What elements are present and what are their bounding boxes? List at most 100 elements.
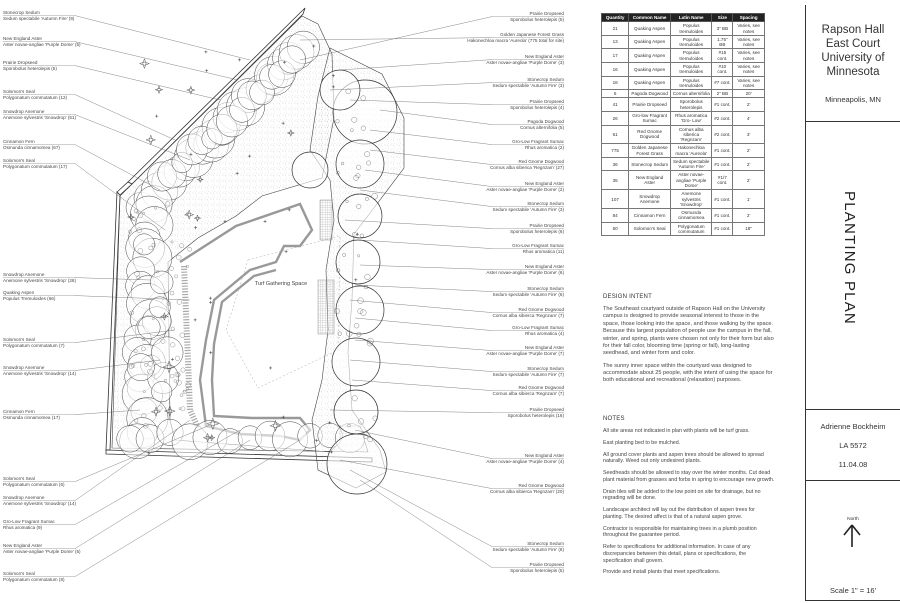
groundcover-symbol xyxy=(154,85,164,95)
perennial-symbol xyxy=(176,372,181,377)
note-item: All ground cover plants and aspen trees … xyxy=(603,451,764,465)
groundcover-symbol xyxy=(186,85,196,95)
schedule-cell: Quaking Aspen xyxy=(628,48,671,63)
schedule-cell: Snowdrop Anemone xyxy=(628,189,671,210)
callout-latin-name: Anemone sylvestris 'Snowdrop' (14) xyxy=(3,371,76,376)
tree-trunk-mark xyxy=(248,154,252,158)
perennial-symbol xyxy=(176,254,182,261)
shrub-symbol xyxy=(356,331,362,337)
callout-common-name: Stonecrop Sedum xyxy=(527,77,564,82)
perennial-symbol xyxy=(174,274,178,279)
shrub-symbol xyxy=(363,433,368,439)
schedule-cell: 1' xyxy=(732,189,765,210)
groundcover-symbol xyxy=(207,433,216,442)
shrub-symbol xyxy=(364,197,369,201)
aspen-canopy xyxy=(278,45,306,74)
perennial-symbol xyxy=(133,349,138,353)
callout-common-name: Cinnamon Fern xyxy=(3,139,35,144)
perennial-symbol xyxy=(169,266,174,271)
shrub-symbol xyxy=(364,273,371,280)
shrub-symbol xyxy=(342,253,346,257)
design-intent-paragraph: The sunny inner space within the courtya… xyxy=(603,362,773,384)
shrub-symbol xyxy=(337,331,342,336)
perennial-symbol xyxy=(147,361,153,367)
callout-latin-name: Polygonatum commutatum (8) xyxy=(3,577,65,582)
callout-latin-name: Populus Tremuloides (66) xyxy=(3,296,56,301)
tree-trunk-mark xyxy=(354,278,358,282)
callout-latin-name: Polygonatum commutatum (12) xyxy=(3,95,68,100)
groundcover-symbol xyxy=(183,209,195,220)
schedule-cell: #10 cont. xyxy=(711,61,734,77)
callout-latin-name: Polygonatum commutatum (6) xyxy=(3,482,65,487)
callout-common-name: Prairie Dropseed xyxy=(530,407,565,412)
perennial-symbol xyxy=(157,405,163,411)
schedule-cell: Populus tremuloides xyxy=(669,21,713,36)
tree-trunk-mark xyxy=(331,74,335,78)
tree-trunk-mark xyxy=(329,450,333,454)
callout-leader-line xyxy=(74,144,161,191)
callout-common-name: Prairie Dropseed xyxy=(530,223,565,228)
callout-leader-line xyxy=(74,163,166,231)
callout-common-name: Snowdrop Anemone xyxy=(3,365,45,370)
schedule-cell: 35 xyxy=(600,170,630,191)
perennial-symbol xyxy=(165,201,171,207)
aspen-canopy xyxy=(150,270,174,295)
callout-common-name: Prairie Dropseed xyxy=(530,99,565,104)
groundcover-symbol xyxy=(150,406,162,417)
tree-trunk-mark xyxy=(287,208,291,212)
project-name-line: Rapson Hall xyxy=(821,24,885,36)
schedule-cell: 3" BB xyxy=(711,21,734,36)
site-plan xyxy=(105,7,405,495)
perennial-symbol xyxy=(185,382,191,388)
schedule-cell: 2' xyxy=(732,170,765,191)
tree-trunk-mark xyxy=(235,171,239,175)
callout-latin-name: Cornus alba siberica 'Regnzam' (27) xyxy=(490,165,564,170)
shrub-symbol xyxy=(359,233,364,238)
schedule-cell: 13 xyxy=(600,34,630,50)
turf-gathering-space-label: Turf Gathering Space xyxy=(255,281,307,287)
shrub-symbol xyxy=(372,415,378,421)
callout-leader-line xyxy=(349,359,493,372)
callout-common-name: Solomon's Seal xyxy=(3,337,35,342)
callout-leader-line xyxy=(354,429,493,459)
design-intent-heading: DESIGN INTENT xyxy=(603,294,652,300)
perennial-symbol xyxy=(142,390,146,393)
shrub-symbol xyxy=(345,88,351,95)
note-item: East planting bed to be mulched. xyxy=(603,439,681,446)
callout-leader-line xyxy=(349,99,493,105)
perennial-symbol xyxy=(141,346,146,351)
project-location: Minneapolis, MN xyxy=(825,95,881,104)
callout-latin-name: Aster novae-angliae 'Purple Dome' (5) xyxy=(3,42,81,47)
callout-latin-name: Rhus aromatica (9) xyxy=(3,525,43,530)
callout-common-name: Golden Japanese Forest Grass xyxy=(500,32,565,37)
perennial-symbol xyxy=(178,407,182,411)
shrub-symbol xyxy=(351,116,358,123)
callout-common-name: New England Aster xyxy=(525,453,565,458)
shrub-symbol xyxy=(360,95,366,101)
schedule-cell: Polygonatum commutatum xyxy=(669,221,713,237)
schedule-cell: Quaking Aspen xyxy=(628,34,671,50)
callout-latin-name: Aster novae-angliae 'Purple Dome' (3) xyxy=(486,60,564,65)
shrub-symbol xyxy=(340,161,345,166)
note-item: Refer to specifications for additional i… xyxy=(603,544,751,564)
aspen-canopy xyxy=(151,336,184,369)
callout-latin-name: Aster novae-angliae 'Purple Dome' (5) xyxy=(3,549,81,554)
schedule-cell: #1/7 cont. xyxy=(711,170,734,191)
plant-schedule-table: Quantity Common Name Latin Name Size Spa… xyxy=(600,12,765,237)
design-intent-paragraph: The Southeast courtyard outside of Rapso… xyxy=(603,306,774,357)
shrub-symbol xyxy=(336,268,341,273)
project-name-line: Minnesota xyxy=(826,66,880,79)
schedule-cell: 4' xyxy=(732,110,765,126)
schedule-cell: #2 cont. xyxy=(711,124,734,145)
perennial-symbol xyxy=(170,342,176,348)
callout-common-name: Gro-Low Fragrant Sumac xyxy=(512,243,565,248)
perennial-symbol xyxy=(185,212,189,215)
schedule-cell: 50 xyxy=(600,221,630,237)
schedule-cell: Prairie Dropseed xyxy=(628,97,671,112)
